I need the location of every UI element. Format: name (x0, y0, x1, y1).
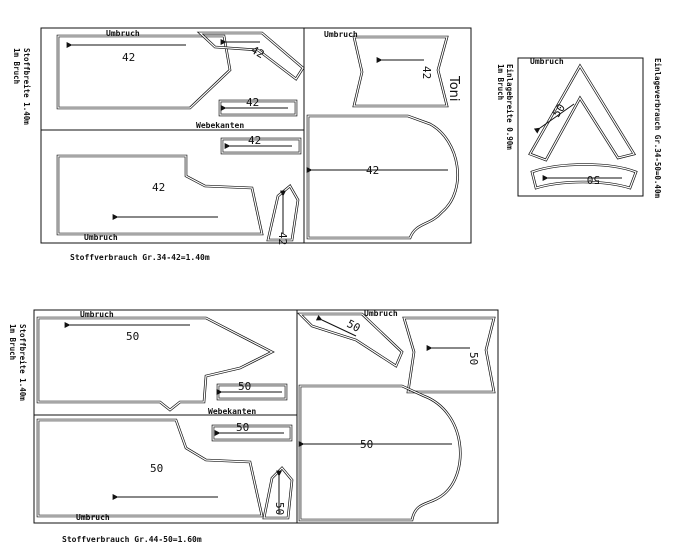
piece-size-label: 50 (150, 462, 163, 475)
fabric-frame (40, 27, 472, 244)
layout-interfacing: Umbruch 50 50 Einlagebreite 0.90m 1m Bru… (496, 57, 662, 198)
interfacing-consumption-label: Einlageverbrauch Gr.34-50=0.40m (653, 58, 662, 198)
pattern-piece-band: 50 (262, 466, 294, 520)
pattern-piece-strip: 42 (218, 96, 298, 117)
selvage-label: Webekanten (196, 121, 244, 130)
piece-size-label: 42 (420, 66, 433, 79)
layout-bottom: 50 50 Umbruch Webekanten 50 50 50 Umbruc… (8, 309, 499, 544)
fold-side-label: 1m Bruch (496, 64, 505, 100)
pattern-piece-front: 42 (56, 34, 232, 110)
pattern-piece-back: 50 50 (36, 418, 293, 518)
fabric-width-label: Stoffbreite 1.40m (18, 324, 27, 401)
pattern-piece-sleeve: 50 (298, 384, 462, 522)
pattern-piece-pocket: 50 (402, 316, 496, 394)
pattern-piece-collar: 50 (296, 312, 404, 368)
fold-label: Umbruch (80, 310, 114, 319)
pattern-piece-pocket: 42 (352, 35, 449, 108)
fabric-frame (33, 309, 499, 524)
fold-label: Umbruch (106, 29, 140, 38)
piece-size-label: 50 (273, 502, 286, 515)
piece-size-label: 50 (587, 173, 600, 186)
piece-size-label: 42 (248, 134, 261, 147)
fold-label: Umbruch (324, 30, 358, 39)
piece-size-label: 42 (246, 96, 259, 109)
piece-size-label: 42 (122, 51, 135, 64)
fold-label: Umbruch (84, 233, 118, 242)
piece-size-label: 50 (360, 438, 373, 451)
piece-size-label: 42 (249, 43, 267, 61)
piece-size-label: 50 (236, 421, 249, 434)
pattern-piece-strip: 50 (216, 380, 288, 401)
piece-size-label: 42 (152, 181, 165, 194)
piece-size-label: 50 (550, 101, 568, 119)
pattern-piece-facing-curve: 50 (530, 163, 638, 190)
piece-size-label: 50 (126, 330, 139, 343)
pattern-piece-front: 50 (36, 316, 275, 412)
fabric-width-label: Stoffbreite 1.40m (22, 48, 31, 125)
fold-label: Umbruch (76, 513, 110, 522)
fabric-consumption-label: Stoffverbrauch Gr.34-42=1.40m (70, 253, 210, 262)
fold-label: Umbruch (364, 309, 398, 318)
pattern-piece-back: 42 42 (56, 134, 302, 236)
piece-size-label: 50 (467, 352, 480, 365)
layout-top: 42 42 42 Umbruch Webekanten 42 42 (12, 27, 472, 262)
fold-label: Umbruch (530, 57, 564, 66)
selvage-label: Webekanten (208, 407, 256, 416)
piece-size-label: 50 (345, 317, 363, 335)
signature-text: Toni (446, 75, 461, 102)
pattern-piece-sleeve: 42 (306, 114, 459, 240)
piece-size-label: 42 (276, 232, 289, 245)
pattern-piece-collar: 42 (196, 31, 305, 81)
pattern-piece-band: 42 (266, 184, 300, 245)
fabric-consumption-label: Stoffverbrauch Gr.44-50=1.60m (62, 535, 202, 544)
interfacing-frame (517, 57, 644, 197)
fold-side-label: 1m Bruch (8, 324, 17, 360)
pattern-piece-facing: 50 (528, 63, 637, 162)
fold-side-label: 1m Bruch (12, 48, 21, 84)
piece-size-label: 50 (238, 380, 251, 393)
piece-size-label: 42 (366, 164, 379, 177)
interfacing-width-label: Einlagebreite 0.90m (505, 64, 514, 150)
